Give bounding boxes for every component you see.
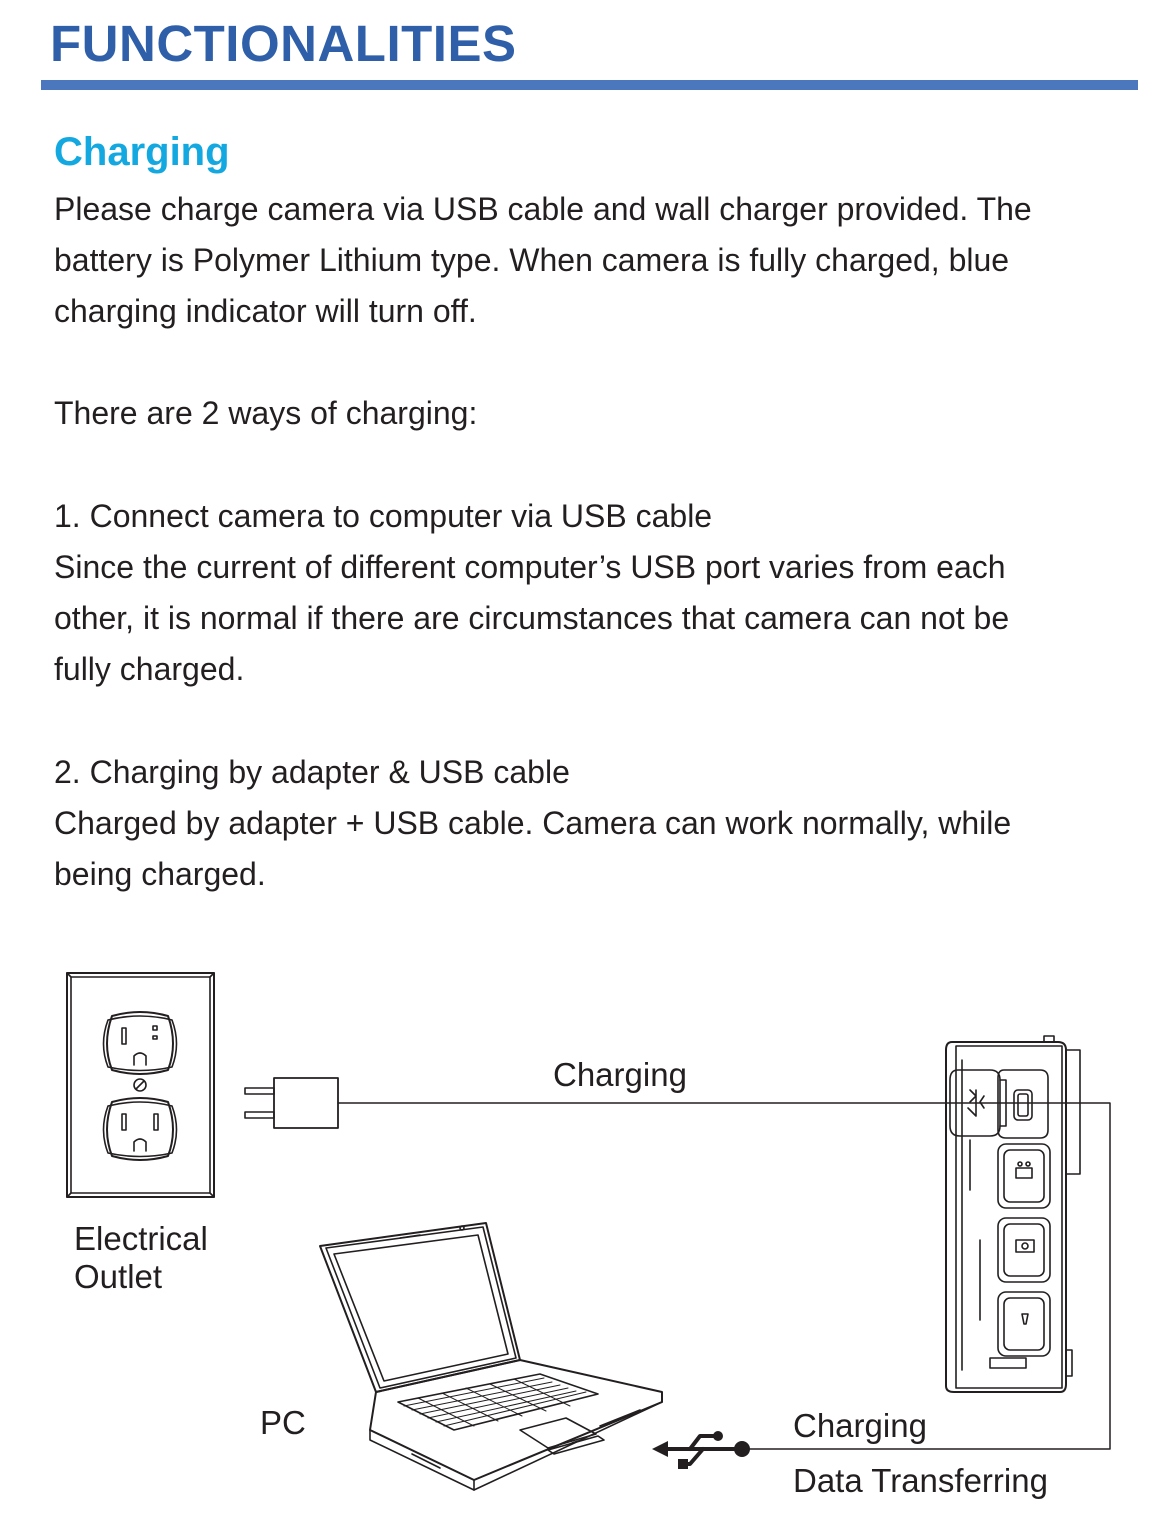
intro-paragraph: Please charge camera via USB cable and w…	[54, 184, 1134, 337]
method-1-paragraph: 1. Connect camera to computer via USB ca…	[54, 491, 1134, 695]
camera-device-icon	[945, 1035, 1081, 1393]
charging-label-bottom: Charging	[793, 1407, 927, 1444]
wall-adapter-icon	[244, 1077, 339, 1129]
laptop-icon	[319, 1222, 663, 1491]
method-2-line: Charged by adapter + USB cable. Camera c…	[54, 805, 1012, 841]
charging-cable	[337, 1102, 1111, 1450]
section-heading: Charging	[54, 130, 230, 174]
electrical-outlet-icon	[66, 972, 215, 1198]
ways-paragraph: There are 2 ways of charging:	[54, 388, 1134, 439]
page-title: FUNCTIONALITIES	[50, 15, 517, 72]
outlet-label: Electrical Outlet	[74, 1220, 208, 1296]
usb-symbol-icon	[652, 1431, 750, 1469]
charging-diagram: Electrical Outlet Charging PC Charging D…	[0, 940, 1176, 1539]
method-2-paragraph: 2. Charging by adapter & USB cable Charg…	[54, 747, 1134, 900]
method-1-line: Since the current of different computer’…	[54, 549, 1006, 585]
intro-line: charging indicator will turn off.	[54, 293, 477, 329]
charging-label-top: Charging	[553, 1056, 687, 1093]
data-transfer-label: Data Transferring	[793, 1462, 1048, 1499]
pc-label: PC	[260, 1404, 306, 1441]
outlet-label-line: Electrical	[74, 1220, 208, 1257]
title-divider	[41, 80, 1138, 90]
intro-line: Please charge camera via USB cable and w…	[54, 191, 1032, 227]
charging-diagram-drawing	[66, 972, 1111, 1491]
outlet-label-line: Outlet	[74, 1258, 163, 1295]
intro-line: battery is Polymer Lithium type. When ca…	[54, 242, 1010, 278]
method-2-title: 2. Charging by adapter & USB cable	[54, 754, 570, 790]
method-1-title: 1. Connect camera to computer via USB ca…	[54, 498, 713, 534]
method-2-line: being charged.	[54, 856, 266, 892]
method-1-line: fully charged.	[54, 651, 245, 687]
method-1-line: other, it is normal if there are circums…	[54, 600, 1010, 636]
ways-line: There are 2 ways of charging:	[54, 395, 478, 431]
